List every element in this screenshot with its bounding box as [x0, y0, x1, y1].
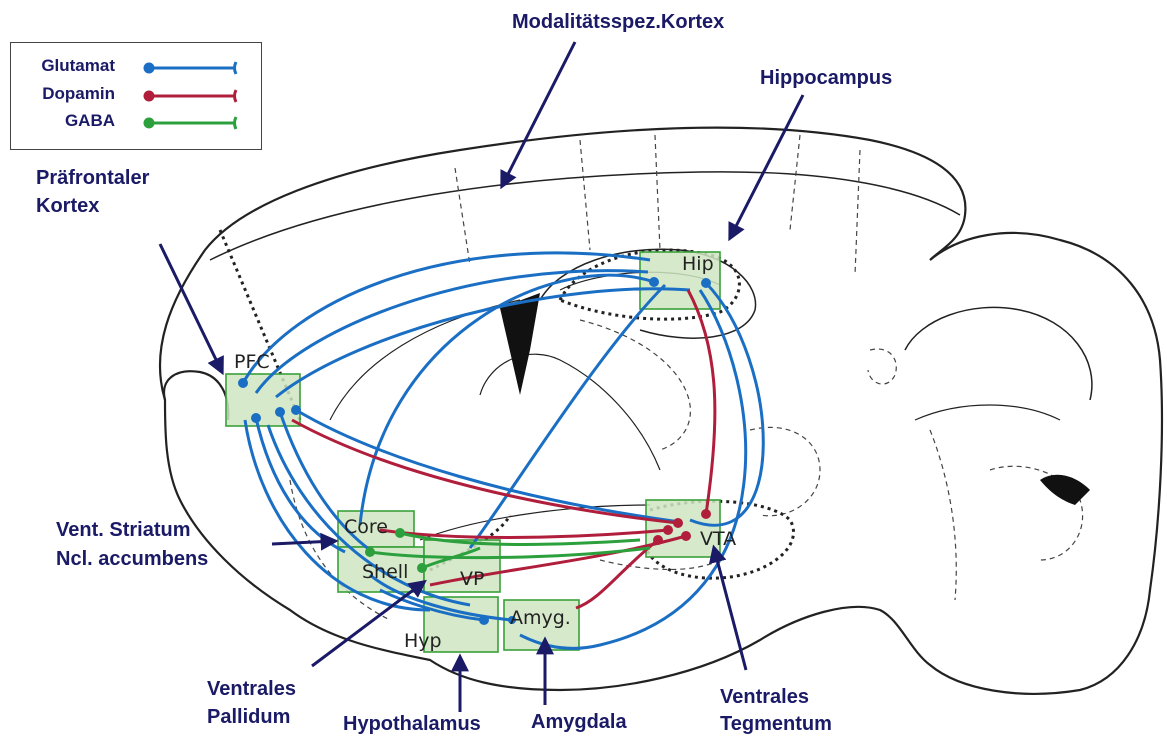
legend-swatches [11, 43, 263, 151]
arrow-striatum [272, 541, 335, 544]
legend-swatch-gaba [144, 117, 237, 129]
region-label-vta: VTA [700, 528, 736, 550]
arrow-modal-cortex [502, 42, 575, 186]
brain-outline [160, 128, 1162, 694]
callout-striatum-line2: Ncl. accumbens [56, 547, 208, 571]
arrow-pfc [160, 244, 222, 372]
region-label-pfc: PFC [234, 351, 270, 373]
arrow-hippocampus [730, 95, 803, 238]
callout-striatum-line1: Vent. Striatum [56, 518, 190, 542]
region-label-hyp: Hyp [404, 630, 442, 652]
callout-modal-cortex: Modalitätsspez.Kortex [512, 10, 724, 34]
callout-pfc-line1: Präfrontaler [36, 166, 149, 190]
region-label-core: Core [344, 516, 388, 538]
region-box-pfc [226, 374, 300, 426]
region-label-amyg: Amyg. [510, 607, 571, 629]
callout-hypothalamus: Hypothalamus [343, 712, 481, 736]
legend-swatch-glutamate [144, 62, 237, 74]
dark-ventricles [500, 293, 1090, 505]
callout-pallidum-line1: Ventrales [207, 677, 296, 701]
region-label-shell: Shell [362, 561, 408, 583]
legend-swatch-dopamine [144, 90, 237, 102]
callout-pfc-line2: Kortex [36, 194, 99, 218]
callout-pallidum-line2: Pallidum [207, 705, 290, 729]
region-label-vp: VP [460, 568, 484, 590]
legend: Glutamat Dopamin GABA [10, 42, 262, 150]
callout-hippocampus: Hippocampus [760, 66, 892, 90]
arrow-tegmentum [714, 548, 746, 670]
callout-tegmentum-line1: Ventrales [720, 685, 809, 709]
region-label-hip: Hip [682, 253, 714, 275]
arrow-pallidum [312, 582, 424, 666]
callout-amygdala: Amygdala [531, 710, 627, 734]
callout-tegmentum-line2: Tegmentum [720, 712, 832, 736]
